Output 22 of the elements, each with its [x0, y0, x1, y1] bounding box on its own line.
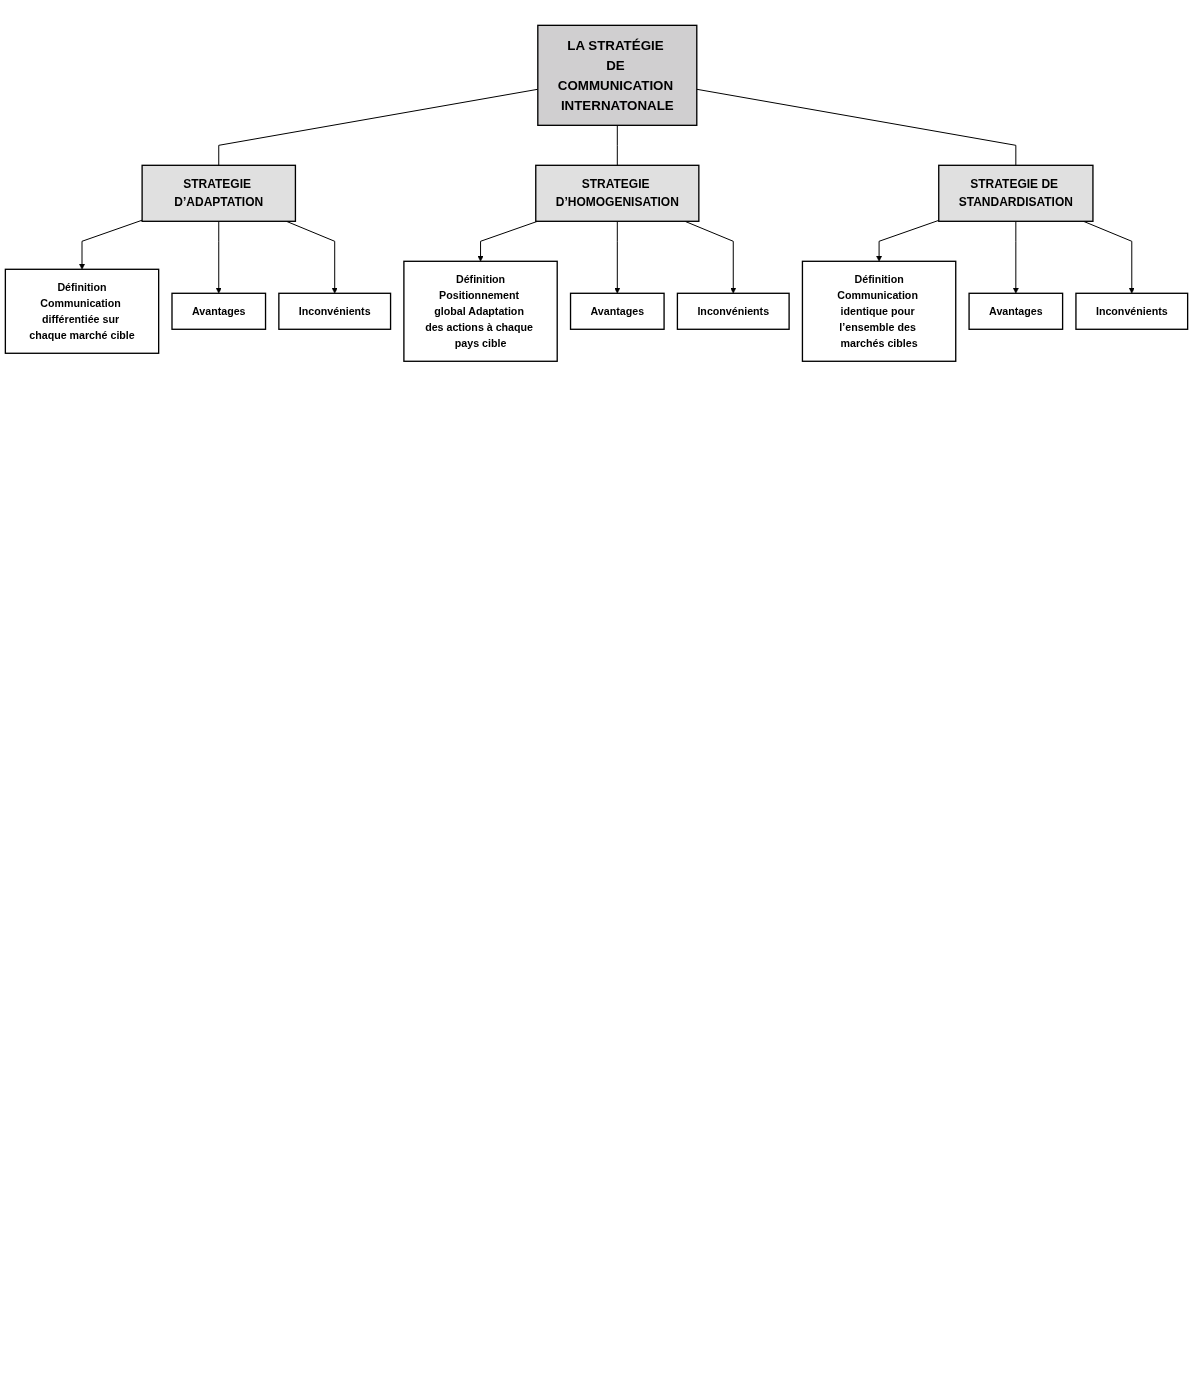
arrow: [614, 220, 621, 294]
node-box: LA STRATÉGIE DE COMMUNICATION INTERNATONALE: [537, 24, 698, 126]
arrow: [215, 220, 222, 294]
node-box: Définition Communication différentiée sur chaque marché cible: [4, 268, 160, 354]
arrow: [876, 219, 940, 262]
node-box: Définition Communication identique pour l’ensemble des marchés cibles: [801, 260, 957, 362]
node-box: Définition Positionnement global Adaptation des actions à chaque pays cible: [403, 260, 558, 362]
node-box: Inconvénients: [278, 292, 392, 330]
connector: [616, 124, 618, 166]
node-box: STRATEGIE DE STANDARDISATION: [938, 164, 1094, 222]
node-box: STRATEGIE D’HOMOGENISATION: [535, 164, 700, 222]
arrow: [1083, 220, 1135, 294]
connector: [696, 88, 1017, 166]
node-box: Inconvénients: [676, 292, 790, 330]
arrow: [79, 219, 143, 270]
node-box: Avantages: [968, 292, 1064, 330]
arrow: [1012, 220, 1019, 294]
arrow: [477, 220, 539, 262]
node-box: Avantages: [569, 292, 665, 330]
node-box: Inconvénients: [1075, 292, 1189, 330]
node-box: Avantages: [171, 292, 267, 330]
node-box: STRATEGIE D’ADAPTATION: [141, 164, 297, 222]
